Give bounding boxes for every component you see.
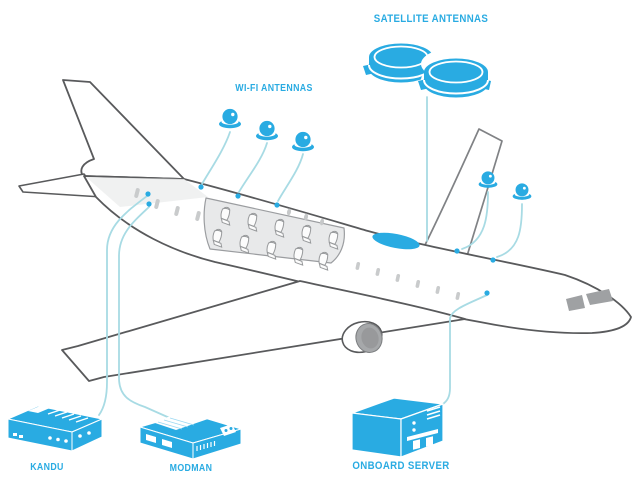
connector-wifi-5 bbox=[496, 203, 523, 258]
dot-wifi-1 bbox=[198, 184, 204, 190]
connector-wifi-4 bbox=[461, 191, 489, 250]
onboard-server-label: ONBOARD SERVER bbox=[352, 460, 450, 472]
connector-wifi-1 bbox=[201, 131, 231, 185]
satellite-radome bbox=[372, 232, 420, 250]
onboard-server-box bbox=[351, 397, 444, 458]
connector-wifi-2 bbox=[238, 142, 268, 193]
rear-fuselage-windows bbox=[134, 188, 201, 221]
engine bbox=[341, 320, 383, 354]
wifi-antenna-icon-5 bbox=[512, 183, 532, 200]
connection-dots bbox=[145, 184, 496, 296]
passenger-windows bbox=[355, 262, 461, 300]
wifi-antenna-icon-2 bbox=[256, 120, 278, 141]
wifi-antenna-icon-1 bbox=[219, 108, 241, 129]
dot-wifi-3 bbox=[274, 202, 280, 208]
satellite-antenna-icons bbox=[362, 42, 492, 99]
tail-fin bbox=[62, 79, 185, 180]
connector-server bbox=[442, 294, 488, 405]
dot-wifi-2 bbox=[235, 193, 241, 199]
connector-wifi-3 bbox=[277, 153, 304, 202]
modman-label: MODMAN bbox=[169, 463, 213, 474]
satellite-antennas-label: SATELLITE ANTENNAS bbox=[373, 13, 489, 25]
near-wing bbox=[61, 280, 466, 382]
dot-wifi-4 bbox=[454, 248, 460, 254]
wifi-antennas-label: WI-FI ANTENNAS bbox=[235, 83, 313, 94]
kandu-box bbox=[7, 405, 103, 452]
cabin-far-windows bbox=[286, 208, 325, 226]
far-wing bbox=[423, 128, 503, 257]
cabin-cutaway bbox=[203, 197, 345, 271]
dot-kandu bbox=[145, 191, 151, 197]
dot-wifi-5 bbox=[490, 257, 496, 263]
dot-modman bbox=[146, 201, 152, 207]
kandu-label: KANDU bbox=[30, 462, 64, 473]
connector-kandu bbox=[98, 195, 148, 416]
modman-box bbox=[139, 412, 242, 460]
connector-modman bbox=[118, 206, 173, 420]
wifi-antenna-icon-3 bbox=[292, 131, 314, 152]
satellite-antenna-disc-2 bbox=[417, 48, 492, 99]
dot-server bbox=[484, 290, 490, 296]
connector-lines bbox=[98, 96, 523, 420]
cockpit-windows bbox=[566, 289, 613, 311]
